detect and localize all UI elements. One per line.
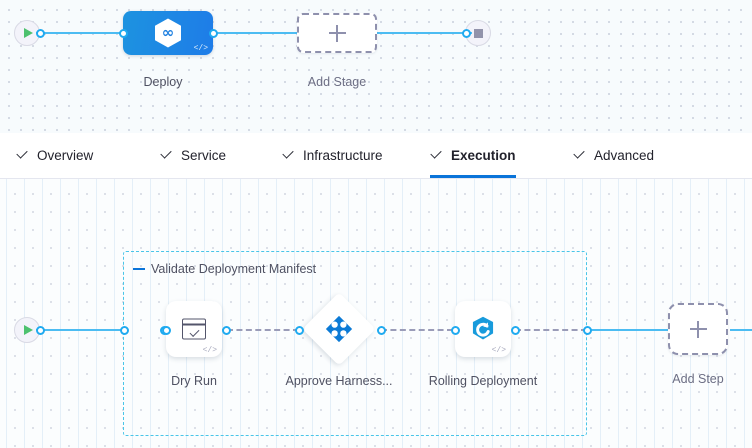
plus-icon: [328, 24, 346, 42]
tab-service[interactable]: Service: [160, 133, 226, 178]
check-icon: [16, 149, 29, 162]
add-step-button[interactable]: [668, 303, 728, 355]
port-start-out[interactable]: [36, 28, 45, 38]
tab-label: Service: [181, 148, 227, 163]
execution-start-node[interactable]: [14, 317, 40, 343]
tab-label: Execution: [451, 148, 516, 163]
step-node-dry-run[interactable]: </>: [166, 301, 222, 357]
add-stage-label: Add Stage: [307, 75, 367, 89]
stage-label-deploy: Deploy: [143, 75, 183, 89]
step-label-rolling-deployment: Rolling Deployment: [428, 374, 538, 388]
tab-label: Advanced: [594, 148, 655, 163]
port-exec-start-out[interactable]: [36, 325, 45, 335]
step-link-approve-rolling: [381, 329, 453, 331]
check-icon: [282, 149, 295, 162]
port-rolling-in[interactable]: [451, 325, 460, 335]
port-rolling-out[interactable]: [511, 325, 520, 335]
check-icon: [430, 149, 443, 162]
step-label-dry-run: Dry Run: [171, 374, 217, 388]
stage-node-deploy[interactable]: ∞ </>: [123, 11, 213, 55]
stage-canvas[interactable]: ∞ </> Deploy Add Stage: [0, 0, 752, 133]
execution-step-canvas[interactable]: Validate Deployment Manifest </> Dry Run: [0, 179, 752, 448]
stop-icon: [473, 28, 483, 38]
step-link-group-addstep: [586, 329, 668, 331]
infinity-glyph: ∞: [161, 23, 175, 41]
code-badge-icon: </>: [193, 44, 208, 53]
play-icon: [24, 325, 33, 335]
port-deploy-out[interactable]: [209, 28, 218, 38]
step-link-rolling-exit: [515, 329, 587, 331]
check-icon: [160, 149, 173, 162]
port-dryrun-in[interactable]: [162, 325, 171, 335]
check-icon: [573, 149, 586, 162]
port-deploy-in[interactable]: [119, 28, 128, 38]
step-link-start-group: [36, 329, 126, 331]
step-link-dryrun-approve: [227, 329, 299, 331]
tab-label: Infrastructure: [303, 148, 383, 163]
plus-icon: [689, 320, 707, 338]
kubernetes-rolling-icon: [472, 316, 494, 340]
minus-icon[interactable]: [133, 268, 145, 270]
tab-label: Overview: [37, 148, 94, 163]
port-approve-out[interactable]: [377, 325, 386, 335]
step-group-header[interactable]: Validate Deployment Manifest: [133, 262, 316, 276]
port-dryrun-out[interactable]: [222, 325, 231, 335]
stage-link-addstage-end: [376, 32, 472, 34]
step-node-rolling-deployment[interactable]: </>: [455, 301, 511, 357]
stage-link-start-deploy: [36, 32, 128, 34]
port-end-in[interactable]: [462, 28, 471, 38]
tab-execution[interactable]: Execution: [430, 133, 516, 178]
add-stage-button[interactable]: [297, 13, 377, 53]
port-group-out[interactable]: [583, 325, 592, 335]
add-step-label: Add Step: [672, 372, 724, 386]
harness-infinity-icon: ∞: [155, 18, 181, 48]
shell-script-icon: [182, 318, 206, 340]
harness-approval-icon: [325, 315, 353, 343]
tab-advanced[interactable]: Advanced: [573, 133, 654, 178]
stage-tab-bar: Overview Service Infrastructure Executio…: [0, 133, 752, 179]
pipeline-start-node[interactable]: [14, 20, 40, 46]
step-link-addstep-out: [730, 329, 752, 331]
stage-link-deploy-addstage: [208, 32, 300, 34]
code-badge-icon: </>: [202, 346, 217, 355]
step-label-approve-harness: Approve Harness...: [285, 374, 393, 388]
step-group-validate-deployment-manifest[interactable]: [123, 251, 587, 436]
step-group-title: Validate Deployment Manifest: [151, 262, 317, 276]
port-group-in[interactable]: [120, 325, 129, 335]
tab-infrastructure[interactable]: Infrastructure: [282, 133, 383, 178]
tab-overview[interactable]: Overview: [16, 133, 93, 178]
port-approve-in[interactable]: [295, 325, 304, 335]
play-icon: [24, 28, 33, 38]
code-badge-icon: </>: [491, 346, 506, 355]
